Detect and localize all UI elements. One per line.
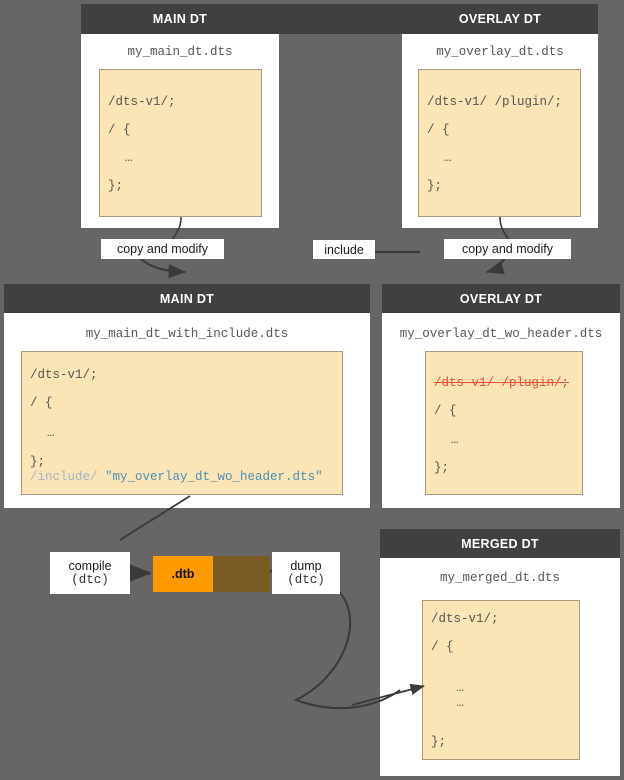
dtb-label: .dtb — [171, 567, 195, 581]
code-line: }; — [427, 179, 443, 193]
code-line: /dts-v1/; — [431, 612, 499, 626]
code-line: }; — [30, 455, 46, 469]
compile-tool: (dtc) — [71, 573, 109, 587]
code-line: }; — [431, 735, 447, 749]
panel-header-main-dt-top: MAIN DT OVERLAY DT — [81, 4, 598, 34]
codebox-main-dt-top: /dts-v1/; / { … }; — [99, 69, 262, 217]
filename-overlay-dt-mid: my_overlay_dt_wo_header.dts — [399, 327, 603, 341]
code-line: … — [434, 433, 460, 447]
include-string: "my_overlay_dt_wo_header.dts" — [105, 470, 323, 484]
panel-title-overlay-dt-top: OVERLAY DT — [458, 12, 542, 26]
code-line: … — [427, 151, 453, 165]
label-copy-and-modify-left: copy and modify — [101, 239, 224, 259]
compile-label: compile — [68, 558, 112, 573]
copy-modify-left-text: copy and modify — [116, 242, 209, 256]
panel-header-main-dt-mid: MAIN DT — [4, 284, 370, 313]
panel-title-main-dt-top: MAIN DT — [152, 12, 208, 26]
label-compile: compile (dtc) — [50, 552, 130, 594]
code-line: /dts-v1/ /plugin/; — [427, 95, 563, 109]
dump-label: dump — [290, 558, 322, 573]
dump-tool: (dtc) — [287, 573, 325, 587]
codebox-overlay-dt-mid: /dts-v1/ /plugin/; / { … }; — [425, 351, 583, 495]
label-include: include — [313, 240, 375, 259]
code-line-struck: /dts-v1/ /plugin/; — [434, 376, 570, 390]
include-keyword: /include/ — [30, 470, 98, 484]
code-line: /dts-v1/; — [30, 368, 98, 382]
panel-title-main-dt-mid: MAIN DT — [159, 291, 215, 306]
code-line: … — [431, 696, 466, 710]
code-line: }; — [434, 461, 450, 475]
filename-main-dt-top: my_main_dt.dts — [127, 45, 233, 59]
codebox-overlay-dt-top: /dts-v1/ /plugin/; / { … }; — [418, 69, 581, 217]
code-line: / { — [30, 396, 53, 410]
arrow-copy-modify-right — [485, 257, 506, 275]
arrow-copy-modify-left — [139, 257, 187, 279]
code-line: … — [30, 426, 56, 440]
copy-modify-right-text: copy and modify — [461, 242, 554, 256]
code-line: … — [108, 151, 134, 165]
code-line: / { — [434, 404, 457, 418]
code-line-include: /include/ "my_overlay_dt_wo_header.dts" — [30, 470, 323, 484]
panel-title-merged-dt: MERGED DT — [461, 536, 539, 551]
code-line: /dts-v1/; — [108, 95, 176, 109]
filename-main-dt-mid: my_main_dt_with_include.dts — [85, 327, 289, 341]
label-copy-and-modify-right: copy and modify — [444, 239, 571, 259]
label-dump: dump (dtc) — [272, 552, 340, 594]
panel-header-merged-dt: MERGED DT — [380, 529, 620, 558]
filename-overlay-dt-top: my_overlay_dt.dts — [436, 45, 564, 59]
panel-header-overlay-dt-mid: OVERLAY DT — [382, 284, 620, 313]
code-line: / { — [427, 123, 450, 137]
panel-title-overlay-dt-mid: OVERLAY DT — [459, 291, 543, 306]
code-line: }; — [108, 179, 124, 193]
codebox-main-dt-mid: /dts-v1/; / { … }; /include/ "my_overlay… — [21, 351, 343, 495]
artifact-dtb-box: .dtb — [153, 556, 213, 592]
code-line: / { — [108, 123, 131, 137]
dtb-tail-bar — [212, 556, 270, 592]
code-line: / { — [431, 640, 454, 654]
codebox-merged-dt: /dts-v1/; / { … … }; — [422, 600, 580, 760]
include-text: include — [324, 242, 364, 257]
filename-merged-dt: my_merged_dt.dts — [439, 571, 561, 585]
code-line: … — [431, 681, 466, 695]
